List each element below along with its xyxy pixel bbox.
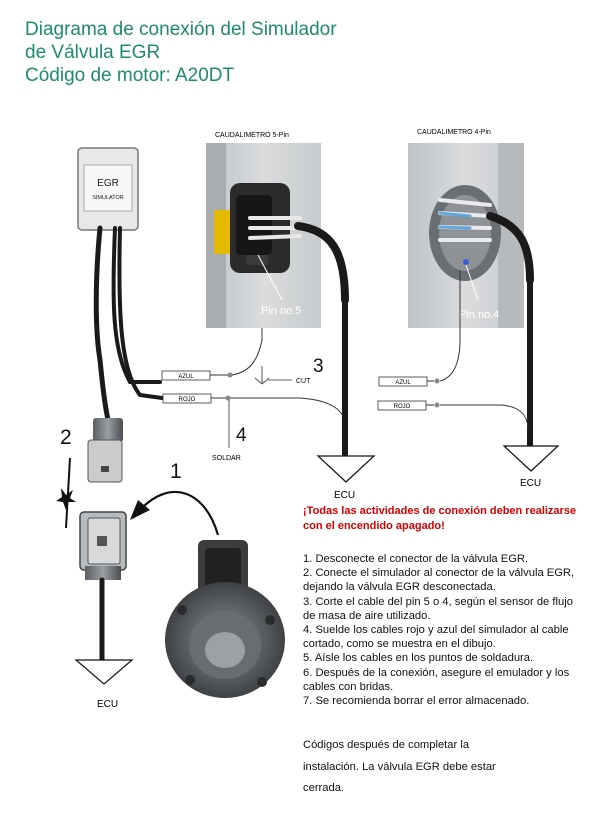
- step-number-2: 2: [60, 426, 72, 449]
- diagram-title: Diagrama de conexión del Simulador de Vá…: [25, 18, 337, 87]
- simulator-sublabel: SIMULATOR: [92, 195, 124, 201]
- ground-symbol-left: ECU: [74, 659, 134, 710]
- pin4-label: Pin no.4: [459, 309, 499, 321]
- instruction-steps: 1. Desconecte el conector de la válvula …: [303, 552, 583, 708]
- red-wire-label-left: ROJO: [162, 393, 212, 404]
- solder-label: SOLDAR: [212, 455, 241, 462]
- splice-point-blue-right: [434, 378, 440, 384]
- title-line-3: Código de motor: A20DT: [25, 65, 235, 86]
- maf-4pin-photo: CAUDALIMETRO 4-Pin Pin no.4: [408, 129, 534, 328]
- blue-wire-right-text: AZUL: [395, 380, 411, 386]
- simulator-label: EGR: [97, 178, 119, 189]
- splice-point-red-right: [434, 402, 440, 408]
- codes-note-line-3: cerrada.: [303, 782, 345, 794]
- ground-symbol-right: ECU: [502, 445, 560, 489]
- simulator-cables: [93, 225, 164, 423]
- maf-5pin-photo: CAUDALIMETRO 5-Pin Pin no.5: [206, 132, 349, 328]
- step-number-3: 3: [313, 356, 324, 377]
- egr-simulator: EGR SIMULATOR: [77, 147, 139, 231]
- step-number-1: 1: [170, 460, 182, 483]
- instruction-step: 7. Se recomienda borrar el error almacen…: [303, 695, 530, 708]
- ecu-label-middle: ECU: [334, 490, 355, 501]
- instruction-step: 6. Después de la conexión, asegure el em…: [303, 666, 570, 693]
- instruction-step: 4. Suelde los cables rojo y azul del sim…: [303, 624, 569, 651]
- step-number-4: 4: [236, 425, 247, 446]
- connect-arrow: 1: [130, 460, 220, 536]
- instructions-panel: ¡Todas las actividades de conexión deben…: [303, 504, 583, 708]
- ecu-label-right: ECU: [520, 478, 541, 489]
- ignition-warning: ¡Todas las actividades de conexión deben…: [303, 505, 577, 532]
- blue-wire-text: AZUL: [178, 374, 194, 380]
- instruction-step: 5. Aísle los cables en los puntos de sol…: [303, 652, 534, 665]
- instruction-step: 1. Desconecte el conector de la válvula …: [303, 553, 529, 565]
- title-line-2: de Válvula EGR: [25, 42, 161, 63]
- cut-marker: CUT 3: [254, 356, 324, 385]
- splice-point-blue: [227, 372, 233, 378]
- pin5-label: Pin no.5: [261, 305, 301, 317]
- splice-point-red: [225, 395, 231, 401]
- solder-marker: SOLDAR 4: [212, 400, 247, 462]
- instruction-step: 2. Conecte el simulador al conector de l…: [303, 567, 575, 594]
- red-wire-right-text: ROJO: [394, 404, 411, 410]
- maf-4pin-caption: CAUDALIMETRO 4-Pin: [417, 129, 491, 136]
- red-wire-text: ROJO: [179, 397, 196, 403]
- red-wire-label-right: ROJO: [377, 400, 427, 411]
- ground-symbol-middle: ECU: [316, 455, 376, 501]
- title-line-1: Diagrama de conexión del Simulador: [25, 19, 337, 40]
- codes-note: Códigos después de completar la instalac…: [303, 735, 573, 800]
- maf-5pin-caption: CAUDALIMETRO 5-Pin: [215, 132, 289, 139]
- cut-label: CUT: [296, 378, 311, 385]
- codes-note-line-2: instalación. La válvula EGR debe estar: [303, 760, 496, 773]
- instruction-step: 3. Corte el cable del pin 5 o 4, según e…: [303, 595, 573, 622]
- egr-valve-photo: [165, 540, 285, 698]
- disconnect-marker: [56, 457, 76, 529]
- ecu-label-left: ECU: [97, 699, 118, 710]
- egr-valve-connector: [79, 511, 127, 580]
- simulator-connector: 2: [60, 418, 123, 483]
- blue-wire-label-right: AZUL: [378, 376, 428, 387]
- codes-note-line-1: Códigos después de completar la: [303, 739, 470, 751]
- blue-wire-label-left: AZUL: [161, 370, 211, 381]
